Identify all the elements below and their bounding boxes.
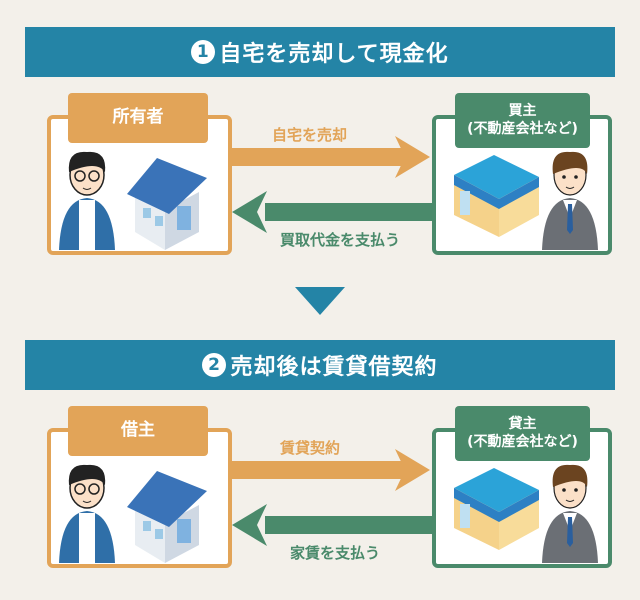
rent-arrow-label: 家賃を支払う <box>290 544 381 562</box>
tenant-person-icon <box>58 464 116 563</box>
owner-label: 所有者 <box>68 93 208 143</box>
step-number: 1 <box>191 40 216 64</box>
payment-arrow-label: 買取代金を支払う <box>280 231 401 249</box>
buyer-person-icon <box>541 151 599 250</box>
section-title-text: 売却後は賃貸借契約 <box>230 355 438 380</box>
house-icon <box>127 158 207 250</box>
sale-arrow-label: 自宅を売却 <box>272 126 348 144</box>
landlord-label: 貸主(不動産会社など) <box>455 406 590 461</box>
landlord-subtitle: (不動産会社など) <box>467 433 578 450</box>
section-title-text: 自宅を売却して現金化 <box>219 42 449 67</box>
tenant-label: 借主 <box>68 406 208 456</box>
rent-arrow <box>232 504 432 546</box>
real-estate-shop-icon <box>454 155 539 237</box>
down-arrow-icon <box>295 287 345 315</box>
buyer-title: 買主 <box>508 103 537 119</box>
buyer-label: 買主(不動産会社など) <box>455 93 590 148</box>
lease-arrow <box>232 449 430 491</box>
sale-arrow <box>232 136 430 178</box>
buyer-subtitle: (不動産会社など) <box>467 120 578 137</box>
payment-arrow <box>232 191 432 233</box>
lease-arrow-label: 賃貸契約 <box>280 439 341 457</box>
owner-person-icon <box>58 151 116 250</box>
landlord-person-icon <box>541 464 599 563</box>
step-number: 2 <box>202 353 227 377</box>
house-icon <box>127 471 207 563</box>
landlord-title: 貸主 <box>508 416 537 432</box>
real-estate-shop-icon <box>454 468 539 550</box>
